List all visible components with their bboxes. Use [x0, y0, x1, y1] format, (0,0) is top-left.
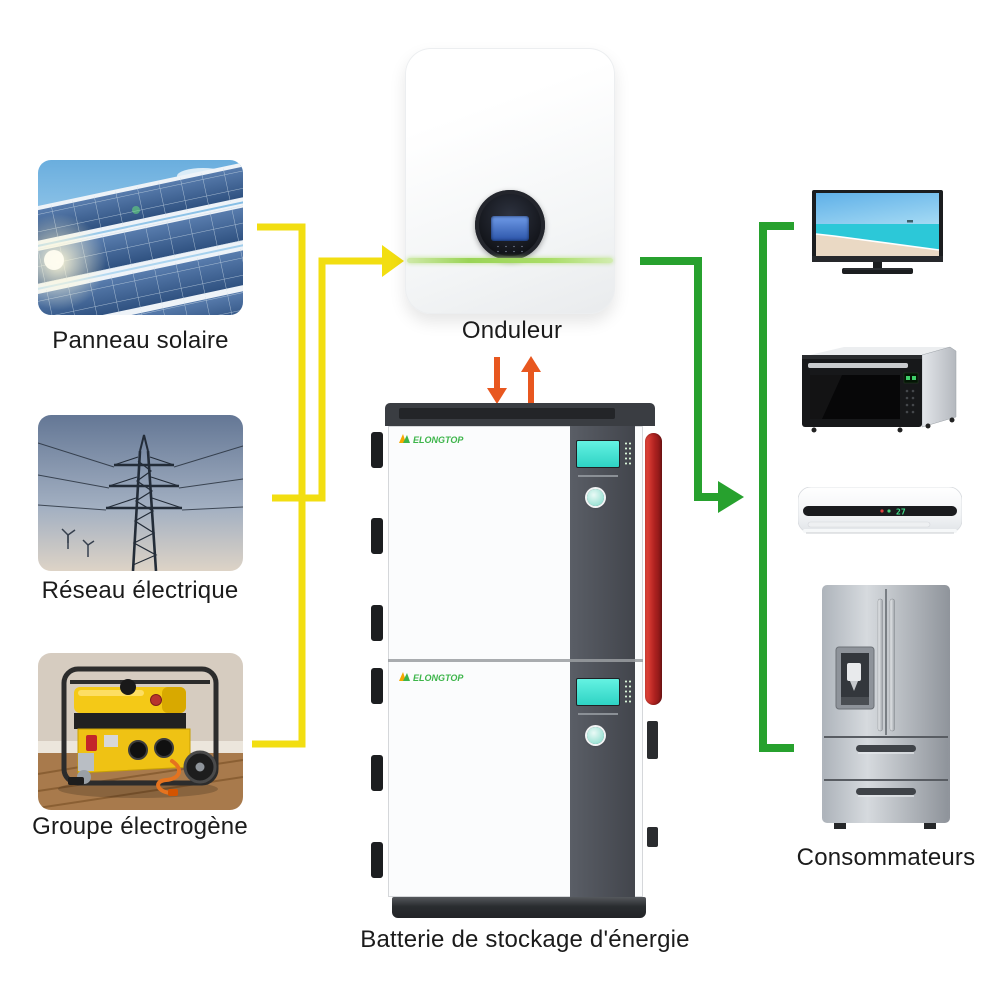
- up-arrowhead: [521, 356, 541, 372]
- consumers-label: Consommateurs: [796, 844, 976, 871]
- inverter-label: Onduleur: [461, 317, 563, 344]
- battery-button-2: [587, 727, 604, 744]
- battery-top-cap: [385, 403, 655, 426]
- battery-image: ELONGTOP ELONGTOP: [371, 403, 665, 918]
- battery-bracket: [371, 755, 383, 791]
- ac-display: 27: [896, 508, 906, 517]
- inverter-green-stripe: [407, 258, 613, 263]
- source-flow-arrowhead: [382, 245, 404, 277]
- tv-image: [812, 190, 943, 276]
- inverter-image: [405, 48, 615, 314]
- battery-caption-2: [578, 713, 618, 715]
- battery-module-divider: [388, 659, 643, 662]
- battery-leds-1: [624, 441, 633, 467]
- load-flow-arrowhead: [718, 481, 744, 513]
- battery-leds-2: [624, 679, 633, 705]
- battery-side-block: [647, 721, 658, 759]
- down-arrowhead: [487, 388, 507, 404]
- battery-bracket: [371, 842, 383, 878]
- inverter-battery-arrows: [494, 357, 534, 403]
- brand-logo: ELONGTOP: [398, 433, 478, 446]
- source-flow-lines: [252, 223, 382, 748]
- solar-panel-label: Panneau solaire: [52, 327, 229, 354]
- battery-bracket: [371, 668, 383, 704]
- battery-side-block: [647, 827, 658, 847]
- wind-turbine-icons: [61, 528, 95, 557]
- brand-logo-text: ELONGTOP: [413, 673, 464, 683]
- load-flow-lines: [640, 222, 794, 752]
- battery-screen-2: [576, 678, 620, 706]
- battery-bracket: [371, 518, 383, 554]
- solar-panel-image: [38, 160, 243, 315]
- inverter-display-ring: [475, 190, 545, 260]
- microwave-image: [800, 345, 958, 433]
- battery-button-1: [587, 489, 604, 506]
- battery-screen-1: [576, 440, 620, 468]
- battery-bracket: [371, 605, 383, 641]
- battery-base: [392, 897, 646, 918]
- grid-label: Réseau électrique: [41, 577, 239, 604]
- generator-label: Groupe électrogène: [32, 813, 248, 840]
- inverter-keypad: [494, 244, 526, 254]
- battery-caption-1: [578, 475, 618, 477]
- grid-image: [38, 415, 243, 571]
- battery-label: Batterie de stockage d'énergie: [360, 926, 690, 953]
- battery-bracket: [371, 432, 383, 468]
- refrigerator-image: [822, 585, 950, 832]
- brand-logo: ELONGTOP: [398, 671, 478, 684]
- generator-image: [38, 653, 243, 810]
- inverter-lcd-screen: [491, 216, 529, 241]
- brand-logo-text: ELONGTOP: [413, 435, 464, 445]
- air-conditioner-image: 27: [798, 487, 962, 545]
- battery-red-handle: [645, 433, 662, 705]
